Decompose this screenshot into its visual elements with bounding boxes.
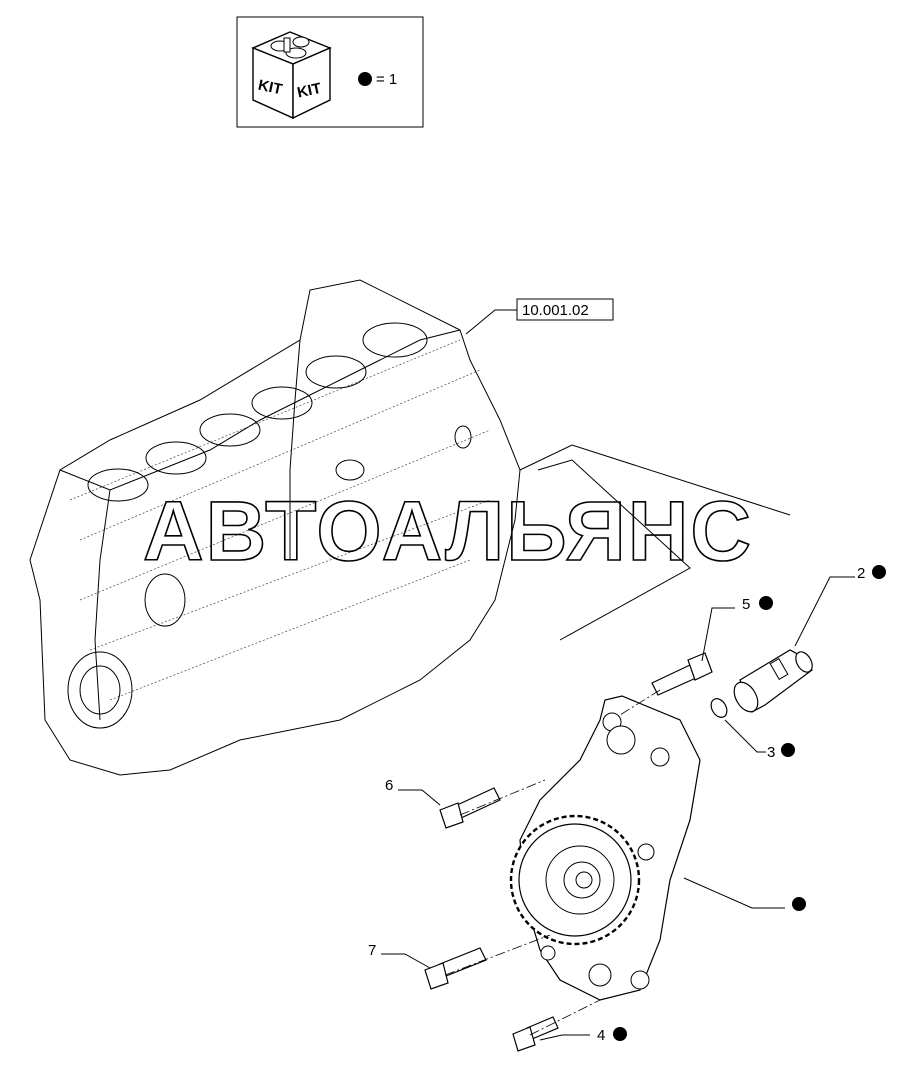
bolt-part-5 [651, 652, 713, 696]
seal-ring-part [710, 698, 728, 718]
reference-code: 10.001.02 [522, 302, 589, 319]
watermark-text: АВТОАЛЬЯНС [143, 484, 753, 578]
bolt-part-7 [424, 947, 487, 990]
bolt-part-6 [439, 787, 501, 829]
callout-number: 5 [742, 596, 750, 613]
kit-label-left: KIT [257, 77, 284, 99]
callout-leaders [381, 576, 855, 1041]
kit-bullet-icon [759, 596, 773, 610]
kit-bullet-icon [792, 897, 806, 911]
callout-number: 3 [767, 744, 775, 761]
kit-equals-text: = 1 [376, 71, 397, 88]
kit-box-icon: KIT KIT [251, 31, 332, 120]
callout-number: 7 [368, 942, 376, 959]
kit-bullet-icon [613, 1027, 627, 1041]
callout-number: 4 [597, 1027, 605, 1044]
callout-7: 7 [368, 942, 376, 959]
oil-pump-assembly [509, 695, 701, 1001]
callout-4: 4 [597, 1027, 627, 1044]
bolt-part-4 [512, 1016, 559, 1052]
callout-pump-assembly [792, 897, 806, 911]
reference-callout: 10.001.02 [465, 298, 614, 335]
engine-block-drawing [29, 279, 521, 776]
callout-6: 6 [385, 777, 393, 794]
relief-valve-part [733, 649, 813, 713]
callout-3: 3 [767, 743, 795, 761]
kit-label-right: KIT [296, 80, 323, 102]
kit-bullet-icon [358, 72, 372, 86]
callout-number: 2 [857, 565, 865, 582]
kit-bullet-icon [781, 743, 795, 757]
callout-5: 5 [742, 596, 773, 613]
callout-number: 6 [385, 777, 393, 794]
mounting-plane-outline [519, 444, 791, 641]
kit-bullet-icon [872, 565, 886, 579]
callout-2: 2 [857, 565, 886, 582]
kit-legend: KIT KIT = 1 [236, 16, 424, 128]
